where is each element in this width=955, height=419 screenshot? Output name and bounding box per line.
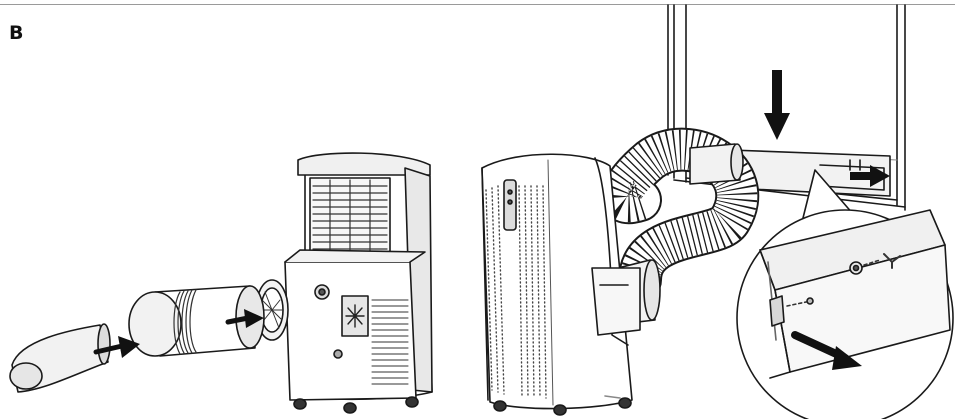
insert-arrow-2 (225, 309, 264, 328)
detail-callout (736, 169, 954, 419)
figure-label: B (9, 22, 24, 44)
hose-connector (128, 285, 265, 357)
lower-grill (371, 299, 409, 385)
top-grill (312, 179, 388, 253)
ac-unit-right (481, 153, 641, 416)
ac-unit-left (284, 152, 433, 414)
front-grill (485, 185, 547, 399)
snowflake-fan-icon (345, 304, 365, 328)
window-nozzle-flat (9, 323, 111, 393)
window-slide-arrow (850, 165, 890, 187)
window-down-arrow (764, 70, 790, 140)
insert-arrow-1 (93, 336, 140, 358)
top-rule (0, 4, 955, 5)
